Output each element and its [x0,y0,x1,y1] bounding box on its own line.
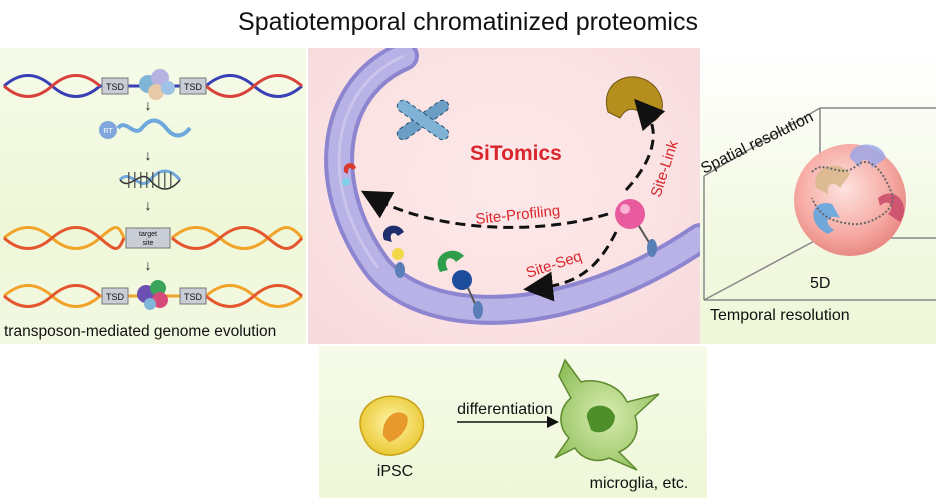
temporal-resolution-label: Temporal resolution [710,307,850,324]
arrow-down-icon: ↓ [145,257,152,273]
site-profiling-arrow [360,190,609,229]
microglia-cell-icon [554,358,660,471]
probe-blue-icon [382,225,405,278]
differentiation-diagram: iPSC differentiation microglia, etc. [359,358,689,492]
site-seq-label: Site-Seq [524,248,584,282]
transposon-panel: TSD TSD ↓ RT ↓ ↓ target sit [0,48,306,344]
arrow-down-icon: ↓ [145,197,152,213]
tsd-label-right: TSD [184,82,203,92]
transposase-complex-icon [139,69,175,100]
dimension-label: 5D [810,275,830,292]
spatial-resolution-label: Spatial resolution [700,109,816,178]
site-link-arrow [624,98,666,192]
ipsc-label: iPSC [377,463,413,480]
rt-enzyme-icon [99,121,117,139]
differentiation-panel: iPSC differentiation microglia, etc. [319,346,707,498]
ipsc-cell-icon [359,395,425,456]
integrated-complex-icon [137,280,168,310]
target-site-label-2: site [143,240,154,247]
microglia-label: microglia, etc. [590,475,689,492]
chromatin-strand [811,161,894,226]
probe-pink-icon [615,199,657,257]
tsd-box-right-2 [179,287,207,305]
target-site-box [125,227,171,249]
target-site-label-1: target [139,231,157,238]
protein-blobs-icon [813,144,905,234]
tsd-box-right [179,77,207,95]
chromatin-fiber [324,48,700,325]
chromosome-icon-2 [396,99,450,141]
dna-helix-target [3,226,304,250]
tsd-box-left-2 [101,287,129,305]
site-seq-arrow [523,231,618,302]
site-profiling-label: Site-Profiling [475,202,561,228]
sitomics-label: SiTomics [470,142,562,165]
cdna-helix [118,169,182,190]
transposon-diagram: TSD TSD ↓ RT ↓ ↓ target sit [3,69,304,340]
tsd-box-left [101,77,129,95]
tsd-label-right-2: TSD [184,292,203,302]
probe-green-icon [437,250,483,319]
arrow-down-icon: ↓ [145,97,152,113]
page-title: Spatiotemporal chromatinized proteomics [238,8,698,36]
probe-red-icon [342,163,356,186]
rt-label: RT [103,128,113,135]
transposon-caption: transposon-mediated genome evolution [4,323,276,340]
resolution-cube: Spatial resolution 5D Temporal resolutio… [700,107,936,324]
sitomics-panel: SiTomics Site-Profiling Site-Seq Site-Li… [308,48,700,344]
tsd-label-left: TSD [106,82,125,92]
rna-strand [116,118,192,138]
differentiation-label: differentiation [457,401,553,418]
protein-gold-icon [605,76,663,123]
sitomics-diagram: SiTomics Site-Profiling Site-Seq Site-Li… [324,48,700,325]
tsd-label-left-2: TSD [106,292,125,302]
resolution-panel: Spatial resolution 5D Temporal resolutio… [700,48,936,344]
arrow-down-icon: ↓ [145,147,152,163]
